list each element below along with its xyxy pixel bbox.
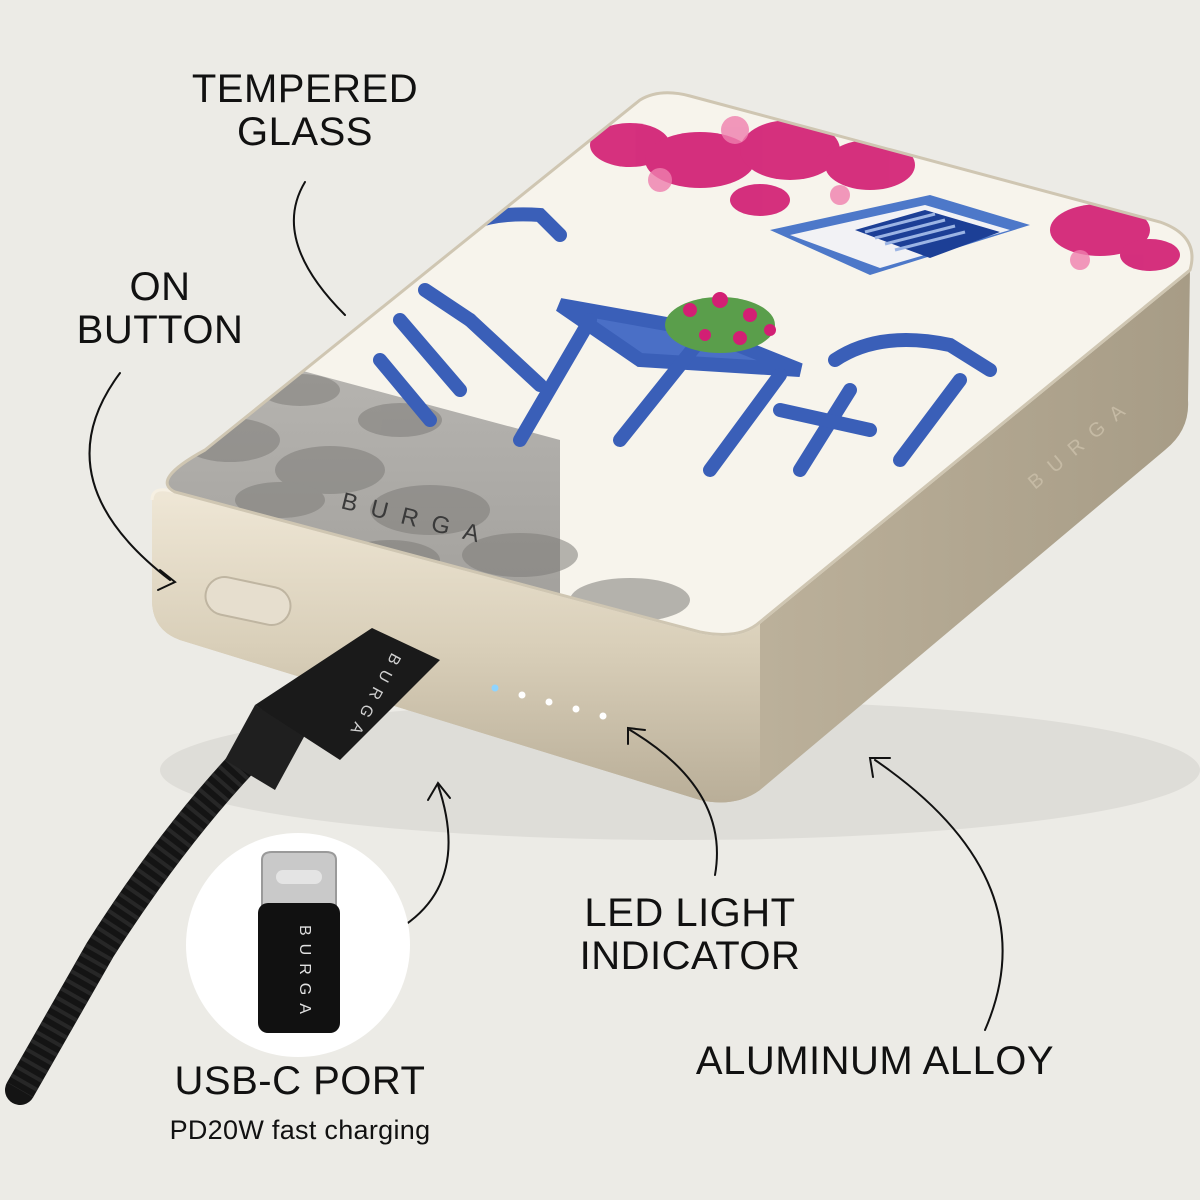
on-button-label: ON BUTTON (60, 265, 260, 353)
tempered-glass-label-line2: GLASS (237, 110, 373, 155)
usb-c-inset: BURGA (186, 833, 410, 1057)
on-button-label-line2: BUTTON (76, 308, 244, 353)
blue-chairs-table (373, 207, 997, 477)
usb-c-cable: BURGA (5, 628, 440, 1105)
on-button (204, 576, 292, 626)
led-indicator-lights (491, 684, 607, 720)
connector-brand: BURGA (296, 925, 313, 1022)
led-light-label-line2: INDICATOR (579, 934, 801, 979)
tempered-glass-label: TEMPERED GLASS (170, 67, 440, 155)
led-light-label: LED LIGHT INDICATOR (560, 891, 820, 979)
callout-lines (88, 181, 1004, 1031)
bougainvillea-flowers (590, 120, 1180, 271)
tempered-glass-label-line1: TEMPERED (191, 67, 419, 111)
on-button-label-line1: ON (129, 265, 191, 309)
aluminum-alloy-label: ALUMINUM ALLOY (695, 1039, 1055, 1083)
usb-c-port-label: USB-C PORT (174, 1059, 426, 1103)
usb-c-port-sublabel: PD20W fast charging (169, 1115, 431, 1145)
led-light-label-line1: LED LIGHT (584, 891, 796, 935)
window-shutter (770, 195, 1030, 275)
